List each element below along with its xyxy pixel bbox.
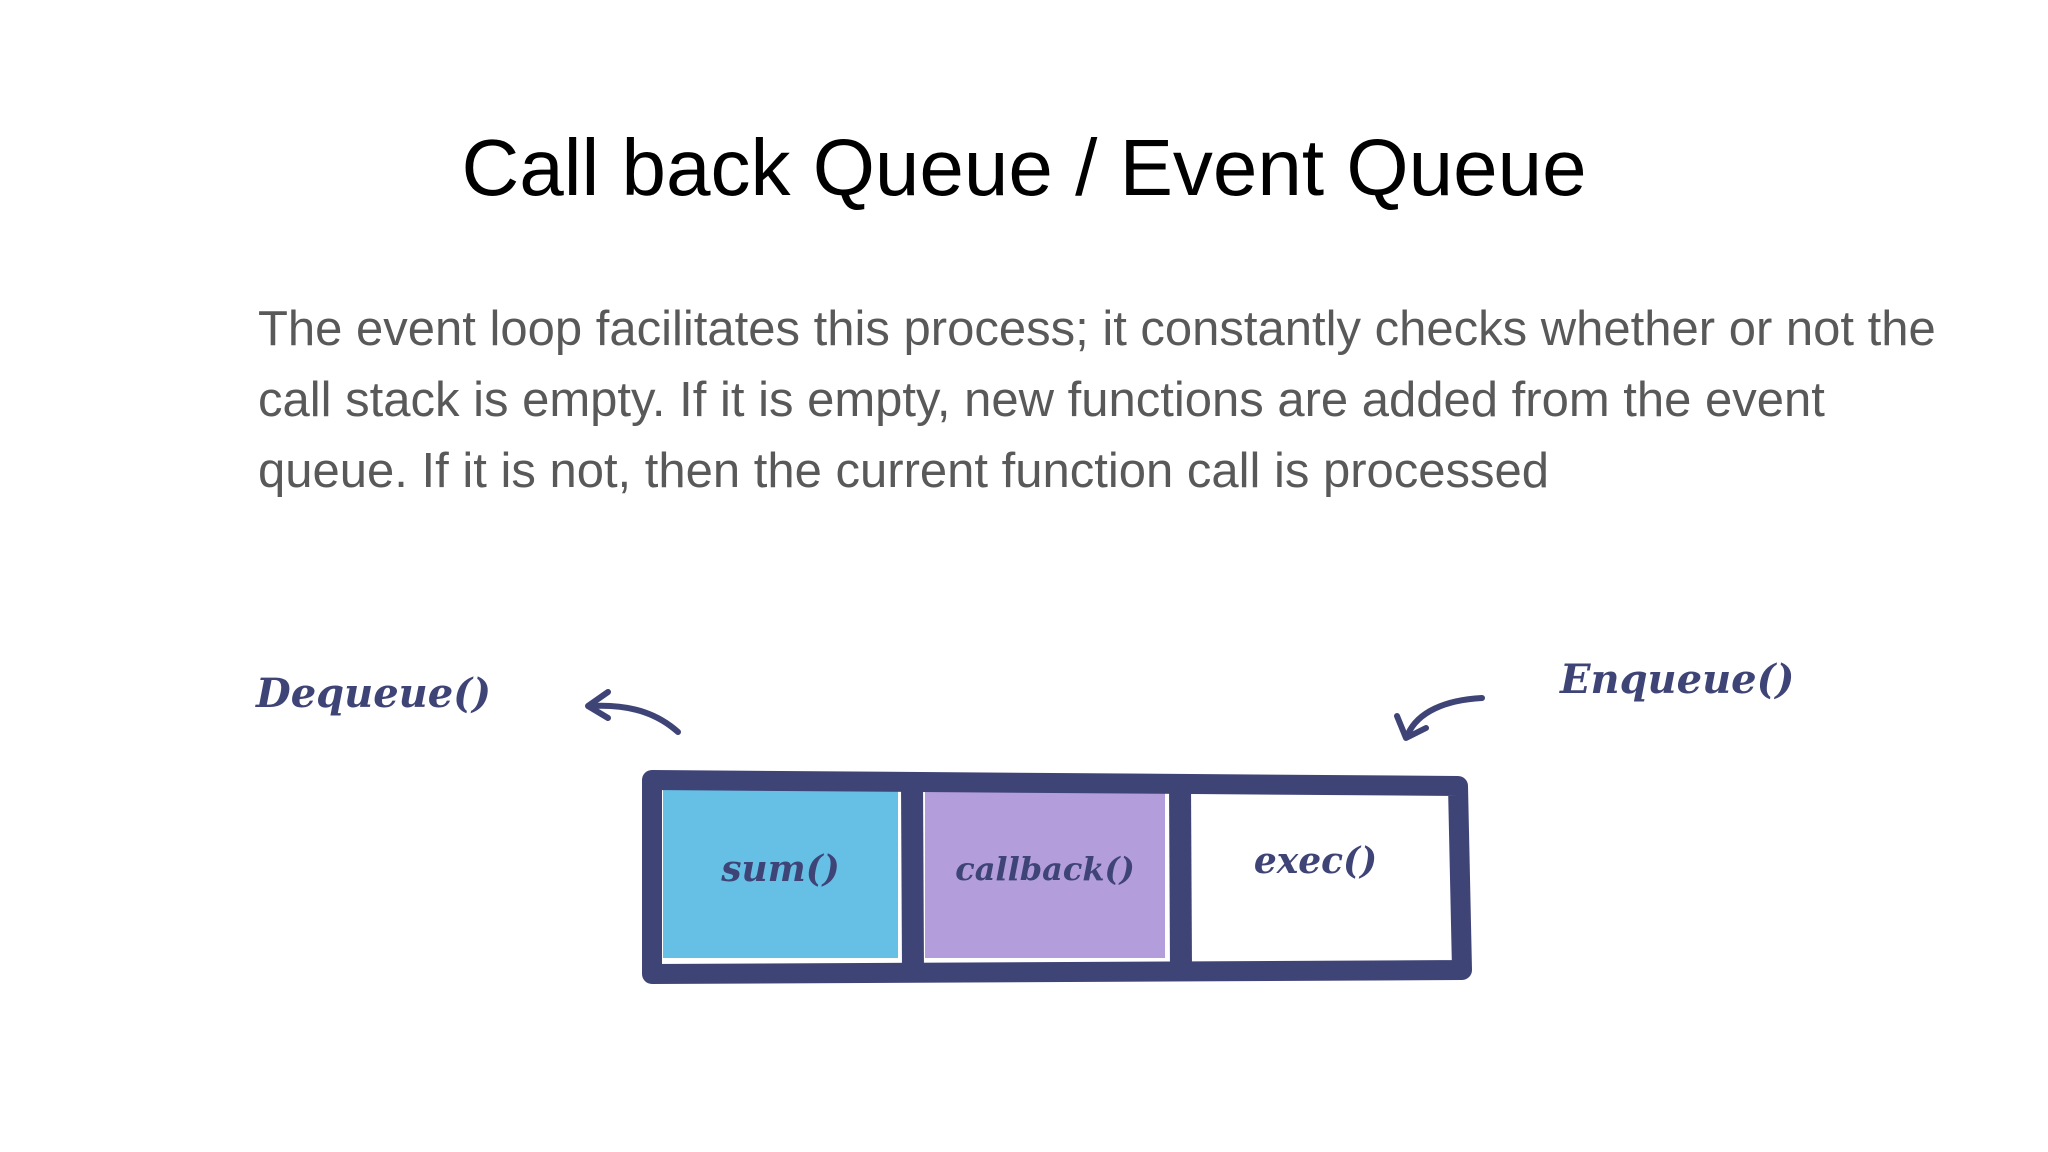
queue-diagram-graphic xyxy=(585,689,1485,984)
body-line-2: call stack is empty. If it is empty, new… xyxy=(258,373,1825,427)
queue-cell-sum-label: sum() xyxy=(721,848,840,890)
dequeue-arrow-icon xyxy=(589,702,681,735)
queue-cell-exec-fill xyxy=(1193,792,1438,958)
queue-divider-2 xyxy=(1169,783,1192,972)
body-line-3: queue. If it is not, then the current fu… xyxy=(258,444,1550,498)
queue-cell-callback-fill xyxy=(925,790,1165,958)
queue-divider-1 xyxy=(901,781,924,973)
queue-diagram: Dequeue() Enqueue() sum() callback() exe… xyxy=(230,640,1890,1020)
queue-cell-sum-fill xyxy=(663,788,898,958)
dequeue-arrow-head-icon xyxy=(585,689,611,721)
queue-cell-callback-label: callback() xyxy=(955,850,1135,888)
body-line-1: The event loop facilitates this process;… xyxy=(258,302,1936,356)
queue-cell-exec-label: exec() xyxy=(1253,840,1378,882)
slide-body: The event loop facilitates this process;… xyxy=(258,294,2048,507)
enqueue-arrow-icon xyxy=(1405,695,1485,737)
enqueue-arrow-head-icon xyxy=(1394,713,1429,741)
slide-title: Call back Queue / Event Queue xyxy=(461,123,1587,212)
dequeue-label: Dequeue() xyxy=(256,670,492,717)
enqueue-label: Enqueue() xyxy=(1560,656,1795,703)
